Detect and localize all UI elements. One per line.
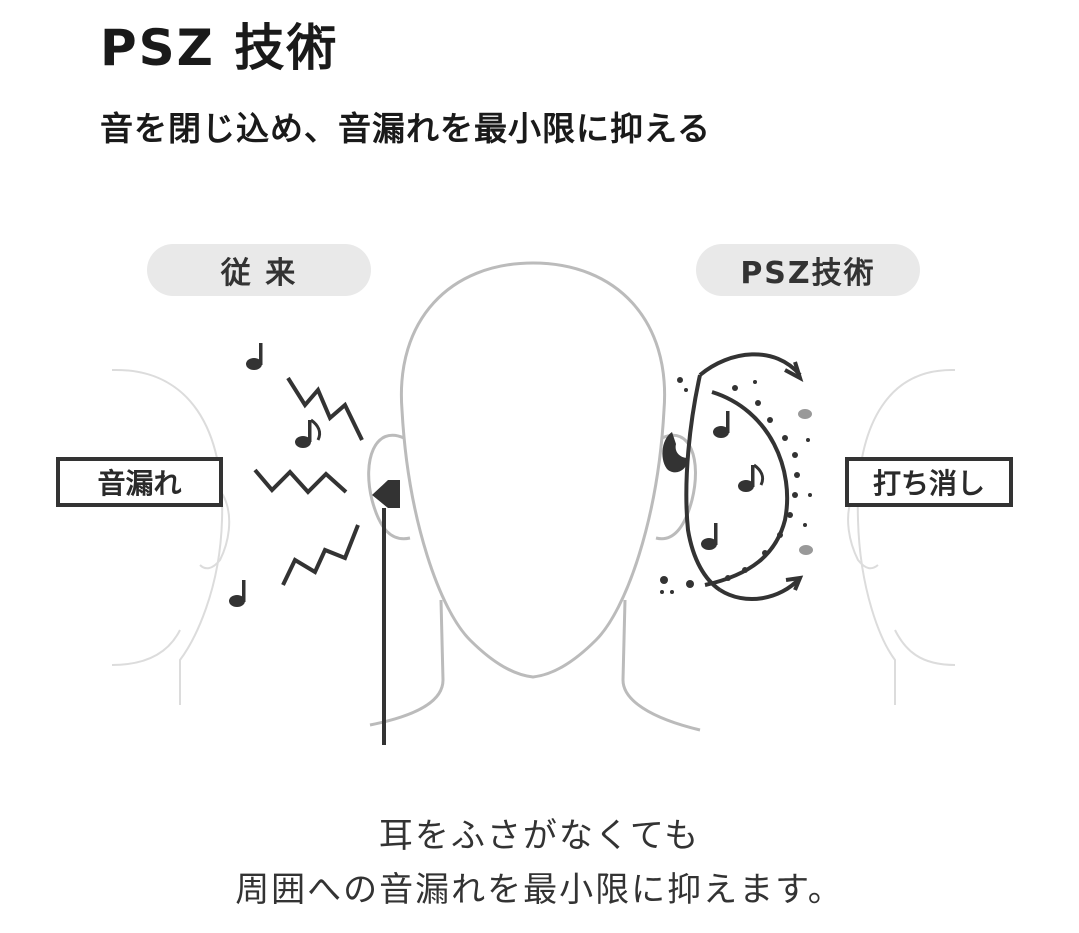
music-note-icon [701, 411, 765, 550]
cancellation-arcs [684, 352, 804, 602]
page-subtitle: 音を閉じ込め、音漏れを最小限に抑える [100, 109, 712, 148]
faded-note-icon [798, 409, 813, 555]
conventional-label: 従 来 [147, 244, 371, 296]
caption-line-1: 耳をふさがなくても [378, 816, 701, 856]
caption-line-2: 周囲への音漏れを最小限に抑えます。 [235, 870, 844, 910]
psz-label: PSZ技術 [696, 244, 920, 296]
left-listener-head [111, 368, 231, 705]
sound-leak-waves [253, 376, 364, 586]
wired-earphone [372, 480, 400, 745]
right-listener-head [847, 368, 956, 705]
music-note-icon [229, 343, 322, 607]
cancellation-label: 打ち消し [845, 457, 1013, 507]
sound-dots [660, 377, 812, 594]
central-head [367, 261, 701, 732]
open-earbud [662, 432, 688, 473]
sound-leak-label: 音漏れ [56, 457, 223, 507]
page-title: PSZ 技術 [100, 19, 339, 77]
